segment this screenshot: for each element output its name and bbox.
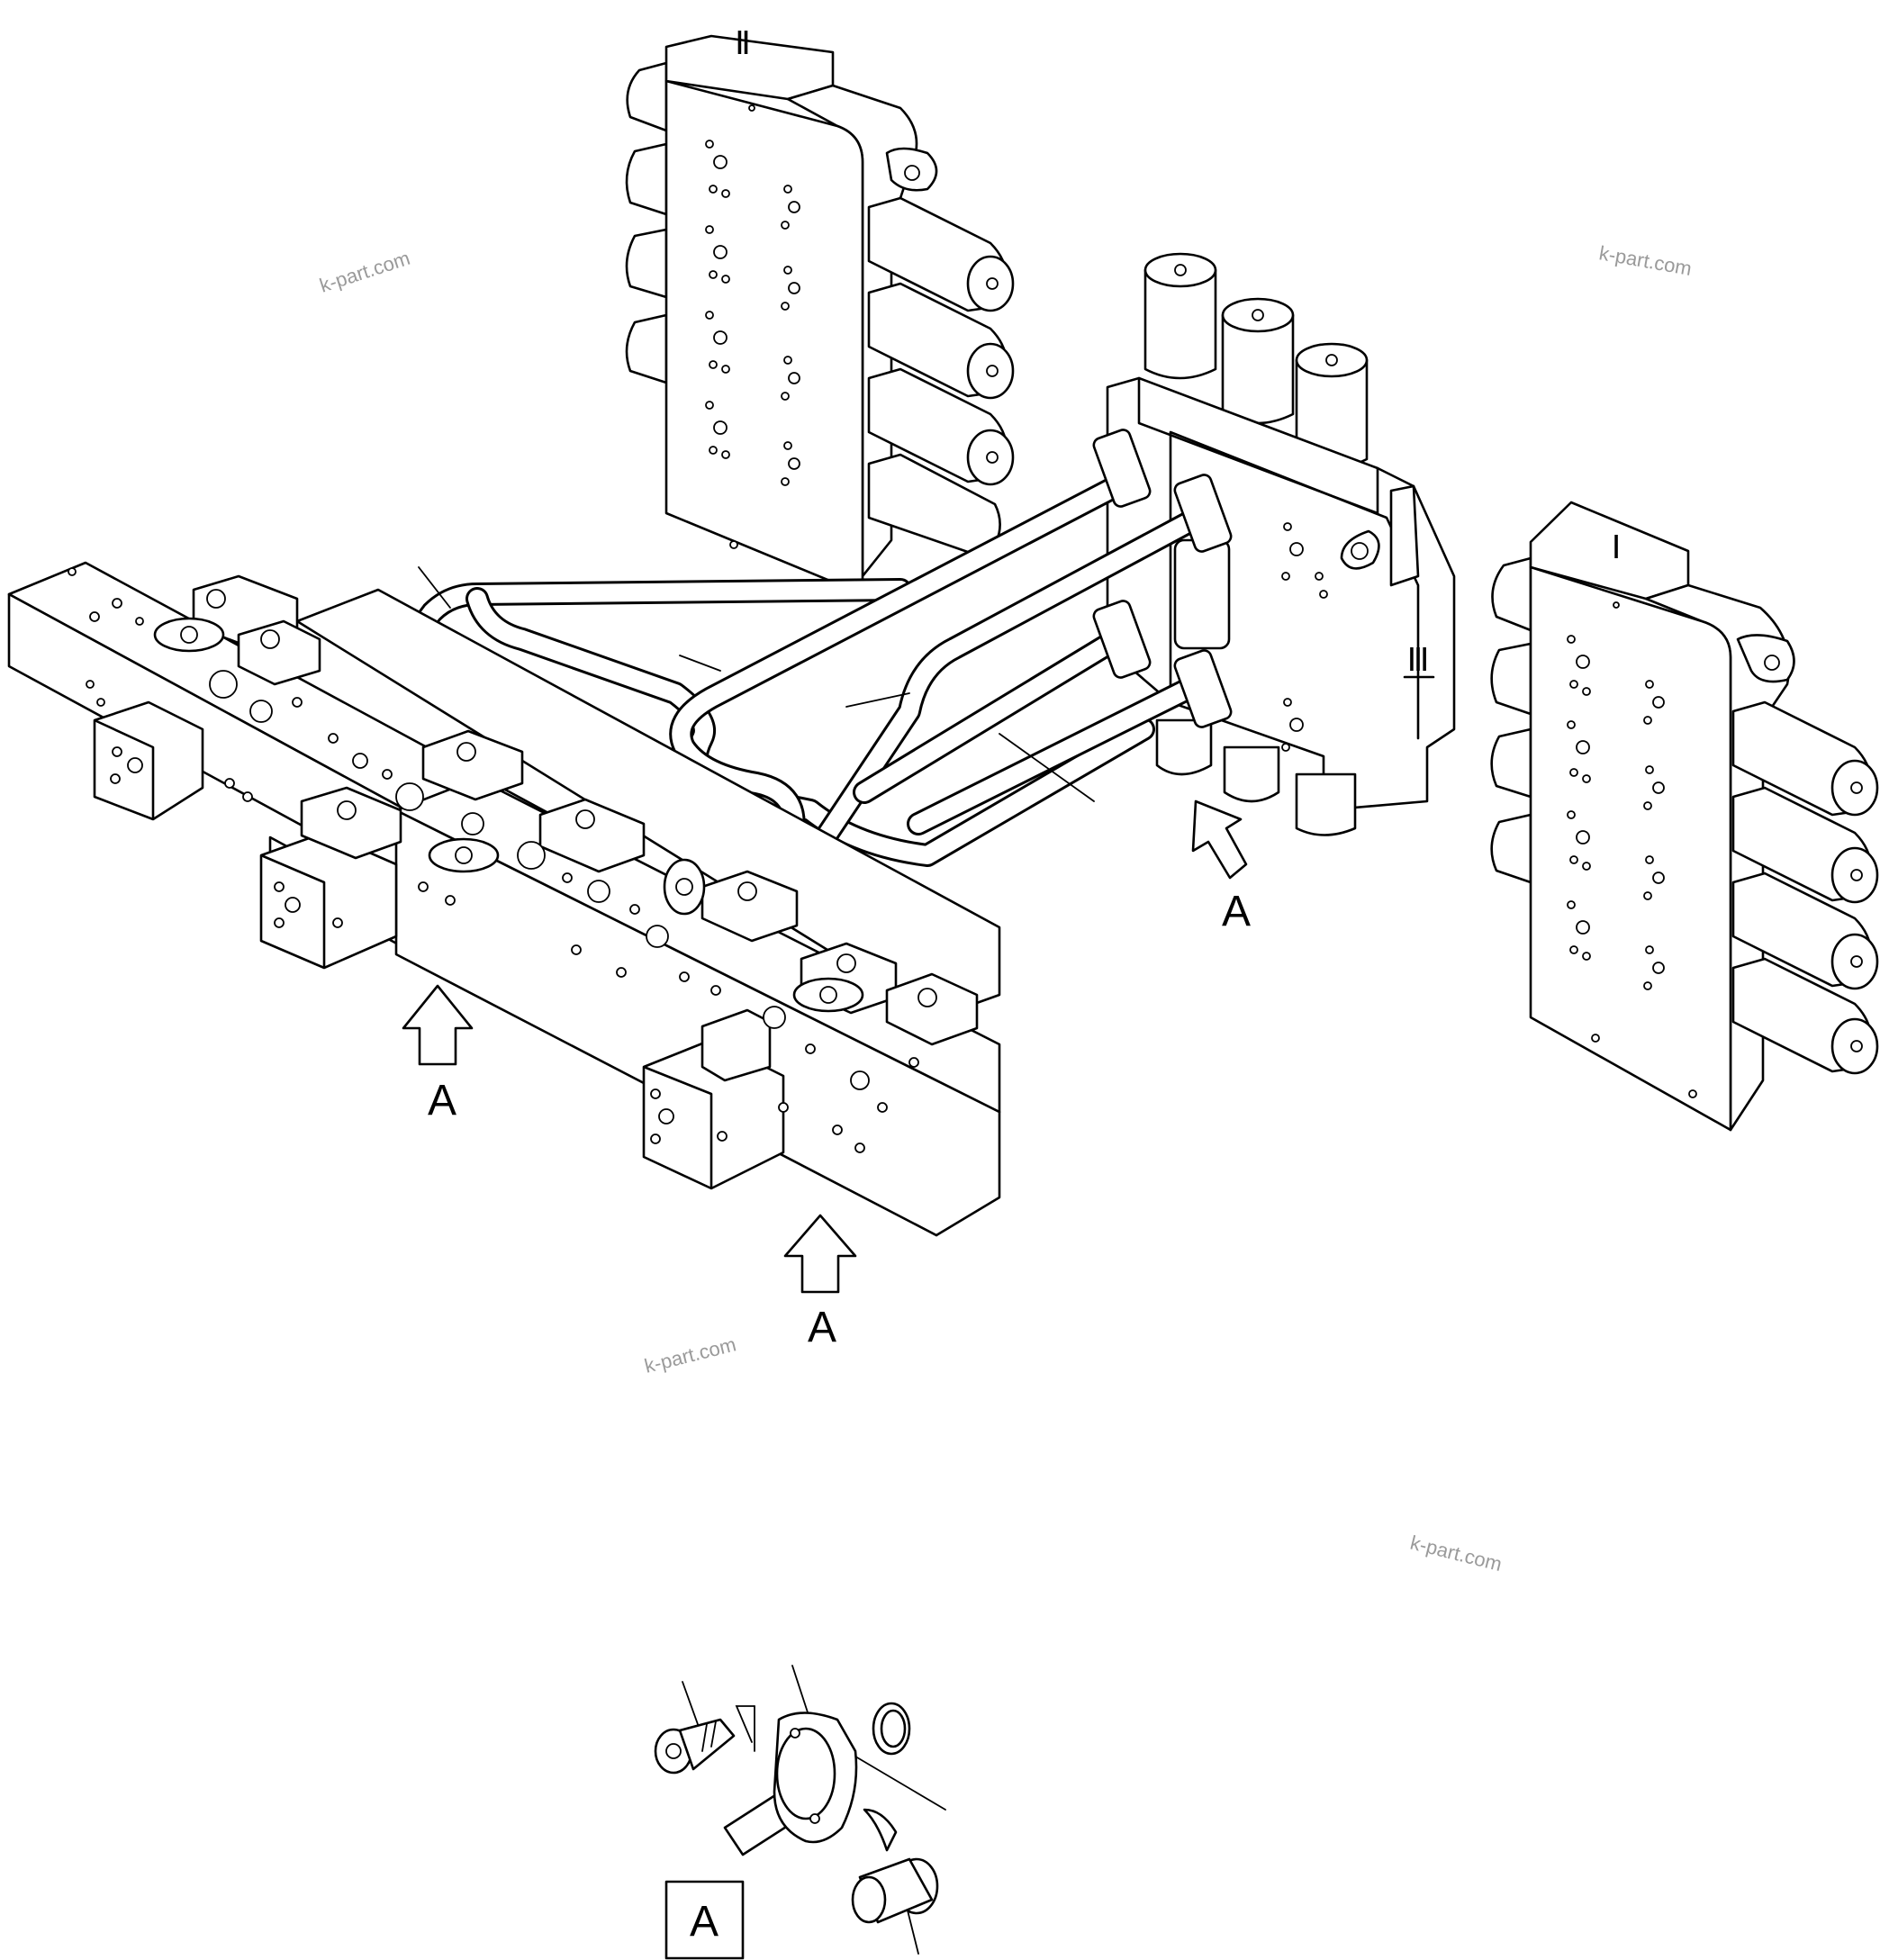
valve-block-1: Ⅰ bbox=[1490, 501, 1879, 1132]
solenoid-cylinders-block-2 bbox=[867, 196, 1015, 560]
port-holes-block-1 bbox=[1567, 601, 1697, 1098]
watermark-2: k-part.com bbox=[1597, 241, 1694, 280]
watermark-1: k-part.com bbox=[317, 247, 413, 297]
view-arrow-a-1: A bbox=[402, 984, 474, 1125]
socket-bolt bbox=[654, 1718, 736, 1775]
valve-block-2: Ⅱ bbox=[625, 25, 1015, 599]
view-arrow-label-3: A bbox=[1222, 888, 1251, 935]
valve-label-1: Ⅰ bbox=[1612, 529, 1622, 565]
view-arrow-label-1: A bbox=[428, 1077, 456, 1125]
detail-a-label: A bbox=[690, 1898, 719, 1946]
valve-label-3: Ⅲ bbox=[1407, 642, 1430, 678]
valve-label-2: Ⅱ bbox=[735, 25, 751, 61]
watermark-4: k-part.com bbox=[1408, 1531, 1505, 1576]
o-ring bbox=[872, 1702, 911, 1756]
port-holes-manifold bbox=[68, 567, 919, 1153]
flange-with-pipe bbox=[723, 1712, 858, 1856]
install-direction-arrow bbox=[863, 1808, 898, 1852]
detail-a-exploded-view: A bbox=[654, 1665, 946, 1960]
view-arrow-a-2: A bbox=[783, 1214, 857, 1351]
port-holes-block-3 bbox=[1281, 522, 1328, 752]
pipe-plug bbox=[851, 1857, 939, 1924]
view-arrow-a-3: A bbox=[1191, 799, 1251, 935]
watermark-3: k-part.com bbox=[642, 1332, 738, 1377]
manifold-block bbox=[7, 561, 1001, 1237]
solenoid-cylinders-block-3 bbox=[1143, 252, 1369, 470]
detail-a-label-box bbox=[664, 1880, 745, 1960]
solenoid-cylinders-block-1 bbox=[1731, 700, 1879, 1075]
port-holes-block-2 bbox=[705, 104, 828, 599]
view-arrow-label-2: A bbox=[808, 1304, 836, 1351]
